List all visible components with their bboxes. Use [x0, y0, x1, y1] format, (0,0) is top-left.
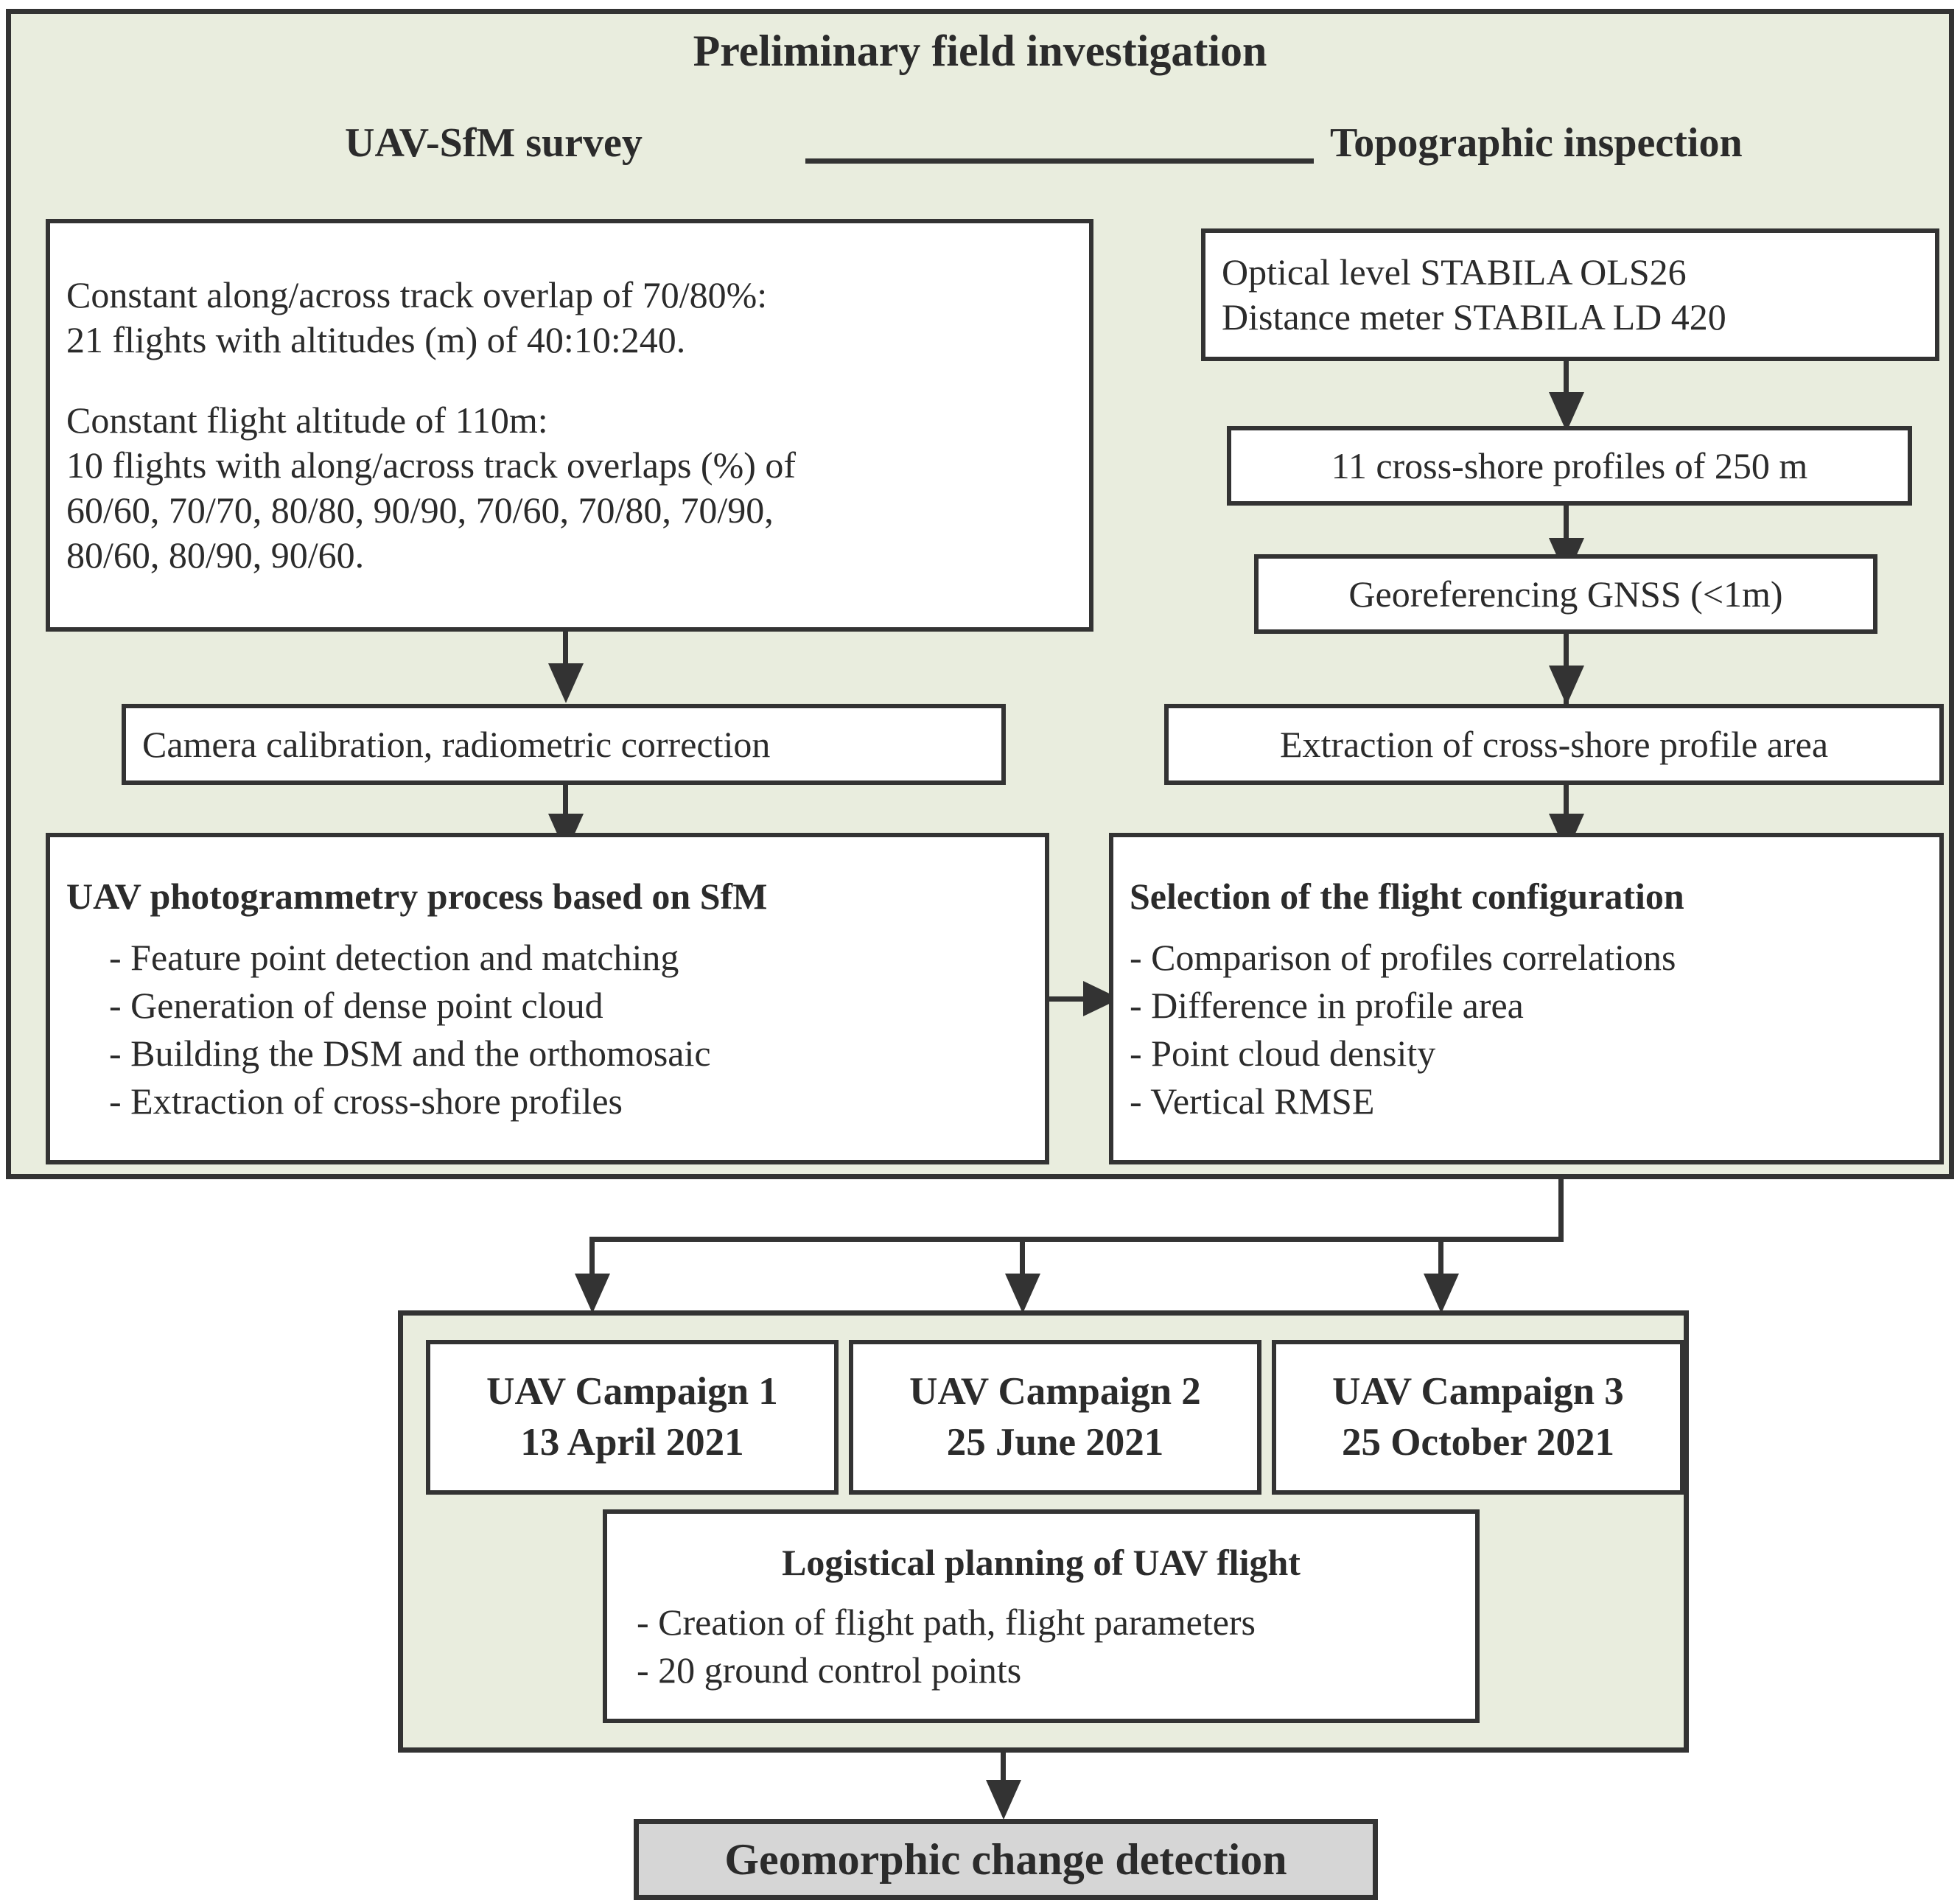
arrowhead-instruments-to-profiles: [1549, 392, 1584, 432]
connector-campaign-distribution-bus: [589, 1237, 1564, 1242]
connector-instruments-to-profiles: [1564, 361, 1569, 414]
arrowhead-campaigns-to-outcome: [986, 1780, 1021, 1820]
logistical-planning-list: - Creation of flight path, flight parame…: [607, 1599, 1475, 1694]
flight-plan-line-2: 21 flights with altitudes (m) of 40:10:2…: [66, 319, 686, 361]
list-item: - Feature point detection and matching: [109, 936, 679, 978]
instruments-box: Optical level STABILA OLS26 Distance met…: [1201, 228, 1939, 361]
connector-to-campaign-1: [589, 1237, 595, 1296]
camera-calibration-label: Camera calibration, radiometric correcti…: [142, 723, 771, 765]
list-item: - Comparison of profiles correlations: [1130, 936, 1676, 978]
connector-profiles-to-georeferencing: [1564, 506, 1569, 563]
geomorphic-change-detection-label: Geomorphic change detection: [724, 1834, 1287, 1884]
selection-flight-configuration-heading: Selection of the flight configuration: [1130, 875, 1684, 917]
list-item: - Extraction of cross-shore profiles: [109, 1080, 623, 1122]
list-item: - Building the DSM and the orthomosaic: [109, 1032, 711, 1074]
uav-photogrammetry-heading: UAV photogrammetry process based on SfM: [66, 875, 768, 917]
campaign-3-name: UAV Campaign 3: [1332, 1370, 1624, 1414]
flight-plan-spacer: [66, 363, 1073, 398]
connector-panel-dropdown: [1558, 1176, 1564, 1242]
page-title: Preliminary field investigation: [693, 27, 1267, 75]
list-item: - Generation of dense point cloud: [109, 984, 603, 1026]
connector-flightplan-to-calibration: [563, 632, 568, 676]
heading-connector-rule: [805, 158, 1314, 164]
campaign-3-date: 25 October 2021: [1342, 1421, 1614, 1464]
list-item: - Difference in profile area: [1130, 984, 1524, 1026]
campaign-box-3: UAV Campaign 3 25 October 2021: [1272, 1340, 1684, 1495]
cross-shore-profiles-label: 11 cross-shore profiles of 250 m: [1331, 444, 1808, 486]
flight-plan-box: Constant along/across track overlap of 7…: [46, 219, 1093, 632]
campaign-2-name: UAV Campaign 2: [909, 1370, 1201, 1414]
list-item: - Vertical RMSE: [1130, 1080, 1375, 1122]
georeferencing-box: Georeferencing GNSS (<1m): [1254, 554, 1877, 634]
camera-calibration-box: Camera calibration, radiometric correcti…: [122, 704, 1006, 785]
connector-sfm-to-selection: [1049, 996, 1093, 1002]
flight-plan-line-5: 60/60, 70/70, 80/80, 90/90, 70/60, 70/80…: [66, 489, 774, 531]
campaign-1-name: UAV Campaign 1: [486, 1370, 778, 1414]
arrowhead-georeferencing-to-extraction: [1549, 666, 1584, 705]
list-item: - Point cloud density: [1130, 1032, 1436, 1074]
logistical-planning-box: Logistical planning of UAV flight - Crea…: [603, 1509, 1480, 1723]
uav-photogrammetry-box: UAV photogrammetry process based on SfM …: [46, 833, 1049, 1164]
logistical-planning-heading: Logistical planning of UAV flight: [782, 1541, 1301, 1583]
connector-to-campaign-2: [1020, 1237, 1025, 1296]
flight-plan-line-6: 80/60, 80/90, 90/60.: [66, 534, 365, 576]
flight-plan-line-4: 10 flights with along/across track overl…: [66, 444, 797, 486]
geomorphic-change-detection-box: Geomorphic change detection: [634, 1819, 1378, 1900]
list-item: - Creation of flight path, flight parame…: [637, 1601, 1256, 1643]
arrowhead-flightplan-to-calibration: [548, 663, 584, 703]
cross-shore-profiles-box: 11 cross-shore profiles of 250 m: [1227, 426, 1912, 506]
campaign-1-date: 13 April 2021: [520, 1421, 744, 1464]
extraction-profile-area-label: Extraction of cross-shore profile area: [1279, 723, 1829, 765]
connector-to-campaign-3: [1438, 1237, 1443, 1296]
column-heading-uav-sfm-survey: UAV-SfM survey: [345, 120, 643, 166]
column-heading-topographic-inspection: Topographic inspection: [1330, 120, 1743, 166]
selection-flight-configuration-list: - Comparison of profiles correlations - …: [1113, 934, 1939, 1125]
list-item: - 20 ground control points: [637, 1649, 1022, 1691]
connector-calibration-to-sfm: [563, 785, 568, 831]
arrowhead-to-campaign-2: [1005, 1274, 1040, 1313]
campaign-box-2: UAV Campaign 2 25 June 2021: [849, 1340, 1261, 1495]
uav-photogrammetry-list: - Feature point detection and matching -…: [50, 934, 1045, 1125]
campaign-box-1: UAV Campaign 1 13 April 2021: [426, 1340, 839, 1495]
connector-campaigns-to-outcome: [1001, 1753, 1006, 1797]
instruments-line-1: Optical level STABILA OLS26: [1222, 251, 1687, 293]
connector-extraction-to-selection: [1564, 785, 1569, 831]
extraction-profile-area-box: Extraction of cross-shore profile area: [1164, 704, 1944, 785]
flight-plan-line-1: Constant along/across track overlap of 7…: [66, 274, 768, 316]
georeferencing-label: Georeferencing GNSS (<1m): [1348, 573, 1783, 615]
selection-flight-configuration-box: Selection of the flight configuration - …: [1109, 833, 1944, 1164]
arrowhead-to-campaign-1: [575, 1274, 610, 1313]
arrowhead-to-campaign-3: [1424, 1274, 1459, 1313]
flight-plan-line-3: Constant flight altitude of 110m:: [66, 399, 548, 441]
campaign-2-date: 25 June 2021: [946, 1421, 1164, 1464]
instruments-line-2: Distance meter STABILA LD 420: [1222, 296, 1726, 338]
